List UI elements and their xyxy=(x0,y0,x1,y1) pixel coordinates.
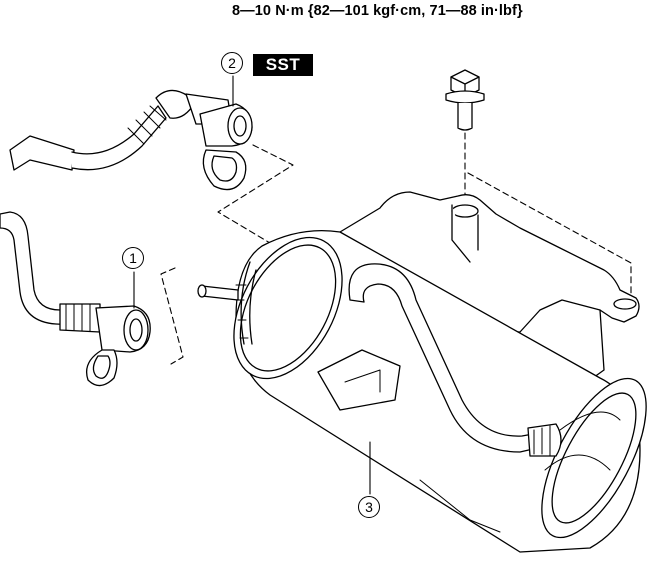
canister-nipple-end xyxy=(198,285,206,297)
canister-rear-rim xyxy=(535,381,652,534)
bracket-bolt-hole-right xyxy=(614,299,636,309)
bracket-leg xyxy=(590,310,604,380)
sst-badge: SST xyxy=(253,54,313,76)
upper-hose-sleeve xyxy=(10,136,74,170)
guide-line-upper-connector xyxy=(218,145,293,243)
guide-line-lower-connector xyxy=(161,268,183,364)
leader-lines xyxy=(134,76,370,494)
bolt-flange xyxy=(446,91,484,103)
canister-front-rim xyxy=(221,229,355,387)
quick-connector-upper xyxy=(200,104,252,190)
quick-connector-lower xyxy=(87,306,151,386)
torque-specification: 8—10 N·m {82—101 kgf·cm, 71—88 in·lbf} xyxy=(232,3,523,19)
bracket-fold xyxy=(452,205,478,262)
callout-1: 1 xyxy=(122,247,144,269)
charcoal-canister xyxy=(212,219,661,552)
canister-nipple xyxy=(198,285,238,300)
bolt-shank xyxy=(458,103,472,130)
hose-clamp xyxy=(528,424,561,456)
bracket-bolt-hole-left xyxy=(452,205,478,217)
evap-hose-lower xyxy=(0,212,100,332)
canister-hose xyxy=(349,264,561,456)
callout-2: 2 xyxy=(221,52,243,74)
canister-rim-ridges xyxy=(241,262,256,344)
evap-hose-upper xyxy=(10,90,232,170)
guide-line-bolt-hole-right xyxy=(468,173,631,298)
mounting-bolt xyxy=(446,70,484,130)
callout-3: 3 xyxy=(358,496,380,518)
canister-front-cap xyxy=(212,219,365,396)
canister-lower-bracket xyxy=(318,350,400,410)
canister-seam xyxy=(420,480,500,532)
